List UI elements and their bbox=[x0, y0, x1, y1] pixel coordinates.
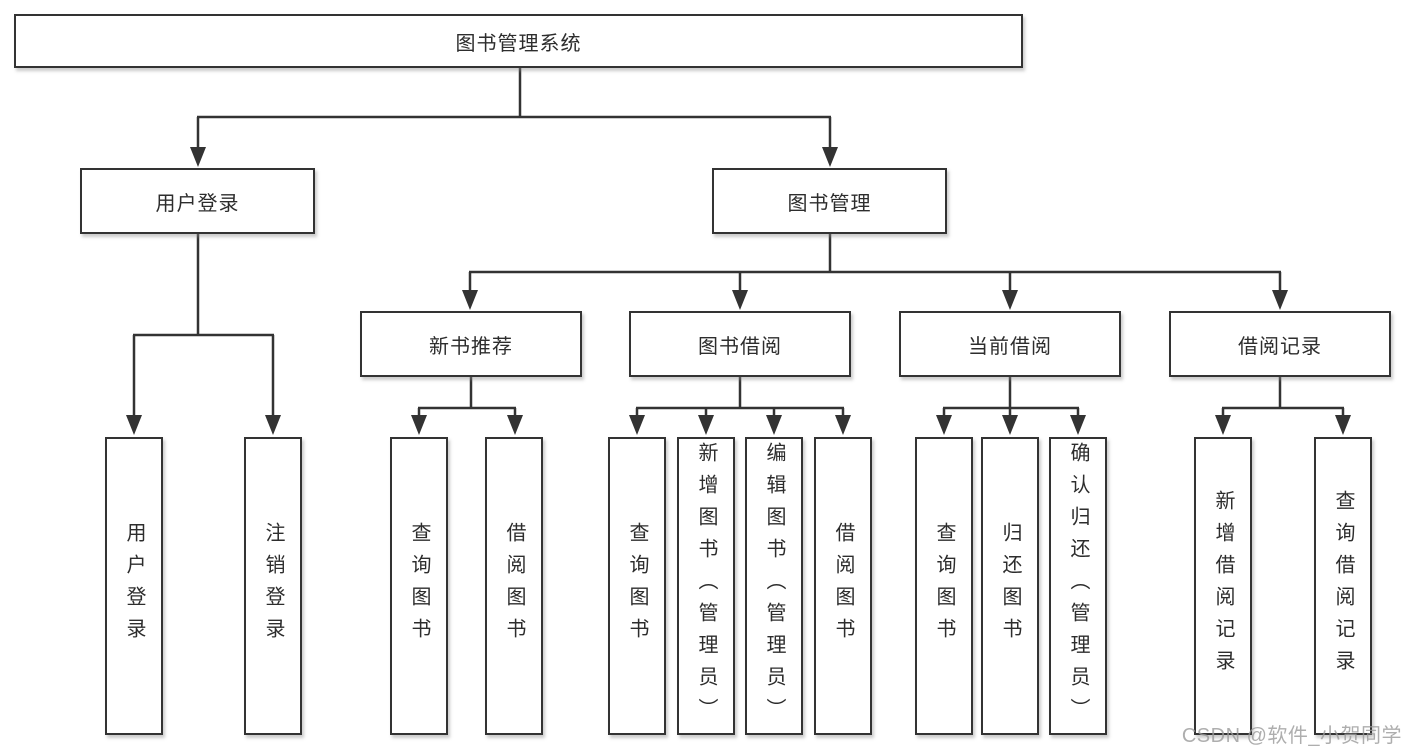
leaf-logout: 注销登录 bbox=[244, 437, 302, 735]
leaf-add-book-admin: 新增图书（管理员） bbox=[677, 437, 735, 735]
leaf-borrow-books-recommend: 借阅图书 bbox=[485, 437, 543, 735]
node-book-management: 图书管理 bbox=[712, 168, 947, 234]
leaf-edit-book-admin: 编辑图书（管理员） bbox=[745, 437, 803, 735]
node-new-book-recommend: 新书推荐 bbox=[360, 311, 582, 377]
node-book-borrow: 图书借阅 bbox=[629, 311, 851, 377]
leaf-query-books-recommend: 查询图书 bbox=[390, 437, 448, 735]
node-borrow-records: 借阅记录 bbox=[1169, 311, 1391, 377]
leaf-user-login: 用户登录 bbox=[105, 437, 163, 735]
leaf-borrow-books: 借阅图书 bbox=[814, 437, 872, 735]
csdn-watermark: CSDN @软件_小贺同学 bbox=[1181, 725, 1402, 747]
leaf-query-books-borrow: 查询图书 bbox=[608, 437, 666, 735]
node-current-borrow: 当前借阅 bbox=[899, 311, 1121, 377]
arrowheads bbox=[126, 147, 1351, 435]
leaf-query-borrow-record: 查询借阅记录 bbox=[1314, 437, 1372, 735]
leaf-add-borrow-record: 新增借阅记录 bbox=[1194, 437, 1252, 735]
node-root: 图书管理系统 bbox=[14, 14, 1023, 68]
leaf-return-books: 归还图书 bbox=[981, 437, 1039, 735]
leaf-confirm-return-admin: 确认归还（管理员） bbox=[1049, 437, 1107, 735]
node-user-login: 用户登录 bbox=[80, 168, 315, 234]
leaf-query-books-current: 查询图书 bbox=[915, 437, 973, 735]
